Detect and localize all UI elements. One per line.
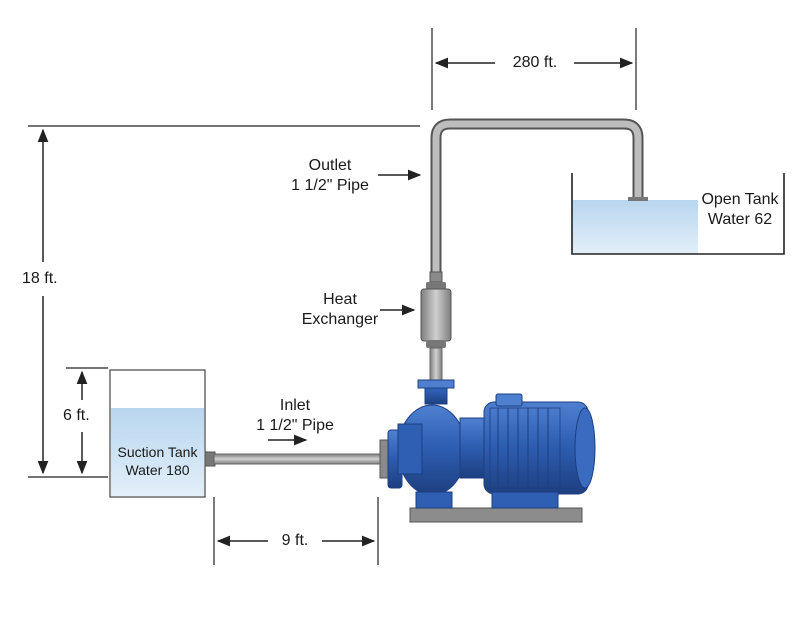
inlet-label-line2: 1 1/2" Pipe (256, 417, 334, 434)
suction-tank-label: Suction Tank Water 180 (110, 443, 205, 479)
suction-tank-label-line2: Water 180 (125, 462, 190, 478)
suction-tank-label-line1: Suction Tank (117, 444, 198, 460)
dimension-280ft (431, 28, 637, 110)
dimension-18ft-label: 18 ft. (22, 270, 58, 287)
motor-terminal-box (495, 393, 523, 407)
dimension-18ft (28, 125, 420, 478)
inlet-pipe (204, 439, 391, 479)
outlet-pipe (429, 118, 648, 283)
open-tank (571, 173, 785, 255)
dimension-280ft-label: 280 ft. (512, 54, 558, 71)
open-tank-label-line1: Open Tank (701, 191, 779, 208)
heat-exchanger-label-line1: Heat (323, 291, 357, 308)
dimension-6ft-label: 6 ft. (63, 407, 90, 424)
open-tank-label-line2: Water 62 (707, 211, 773, 228)
pump-motor (483, 401, 589, 495)
dimension-9ft-label: 9 ft. (281, 532, 309, 549)
heat-exchanger-label-line2: Exchanger (301, 311, 379, 328)
outlet-label-line2: 1 1/2" Pipe (291, 177, 369, 194)
centrifugal-pump (387, 379, 596, 523)
dimension-6ft (66, 367, 108, 475)
open-tank-label: Open Tank Water 62 (690, 190, 790, 230)
outlet-label: Outlet 1 1/2" Pipe (280, 156, 380, 196)
outlet-label-line1: Outlet (308, 157, 352, 174)
pump-base-plate (409, 507, 583, 523)
dimension-9ft (213, 497, 379, 565)
suction-tank (109, 369, 206, 498)
open-tank-water (572, 200, 698, 254)
inlet-label-line1: Inlet (279, 397, 311, 414)
heat-exchanger-label: Heat Exchanger (290, 290, 390, 330)
heat-exchanger (420, 282, 452, 381)
inlet-label: Inlet 1 1/2" Pipe (240, 396, 350, 436)
suction-tank-water (111, 408, 204, 496)
